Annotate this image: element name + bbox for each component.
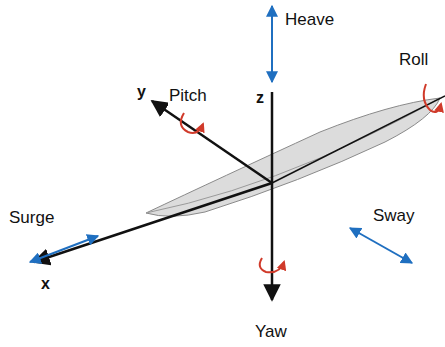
y-axis xyxy=(152,101,272,183)
motion-label: Heave xyxy=(284,10,335,30)
z-axis xyxy=(271,92,274,300)
roll-axis xyxy=(272,96,445,183)
motion-label: Roll xyxy=(398,50,429,70)
hull-deck-line xyxy=(146,98,440,213)
axis-label: x xyxy=(40,274,51,294)
motion-label: Yaw xyxy=(254,322,288,342)
axis-label: y xyxy=(136,82,147,102)
ship-hull xyxy=(146,98,440,216)
pitch-rotation xyxy=(181,113,203,133)
roll-rotation xyxy=(424,84,441,112)
motion-label: Pitch xyxy=(168,86,208,106)
surge-arrow xyxy=(30,236,98,262)
motion-label: Sway xyxy=(372,206,416,226)
axis-label: z xyxy=(255,88,265,108)
heave-arrow xyxy=(271,6,273,82)
motion-label: Surge xyxy=(8,208,55,228)
x-axis xyxy=(34,183,272,262)
sway-arrow xyxy=(350,228,412,263)
yaw-rotation xyxy=(260,258,284,272)
